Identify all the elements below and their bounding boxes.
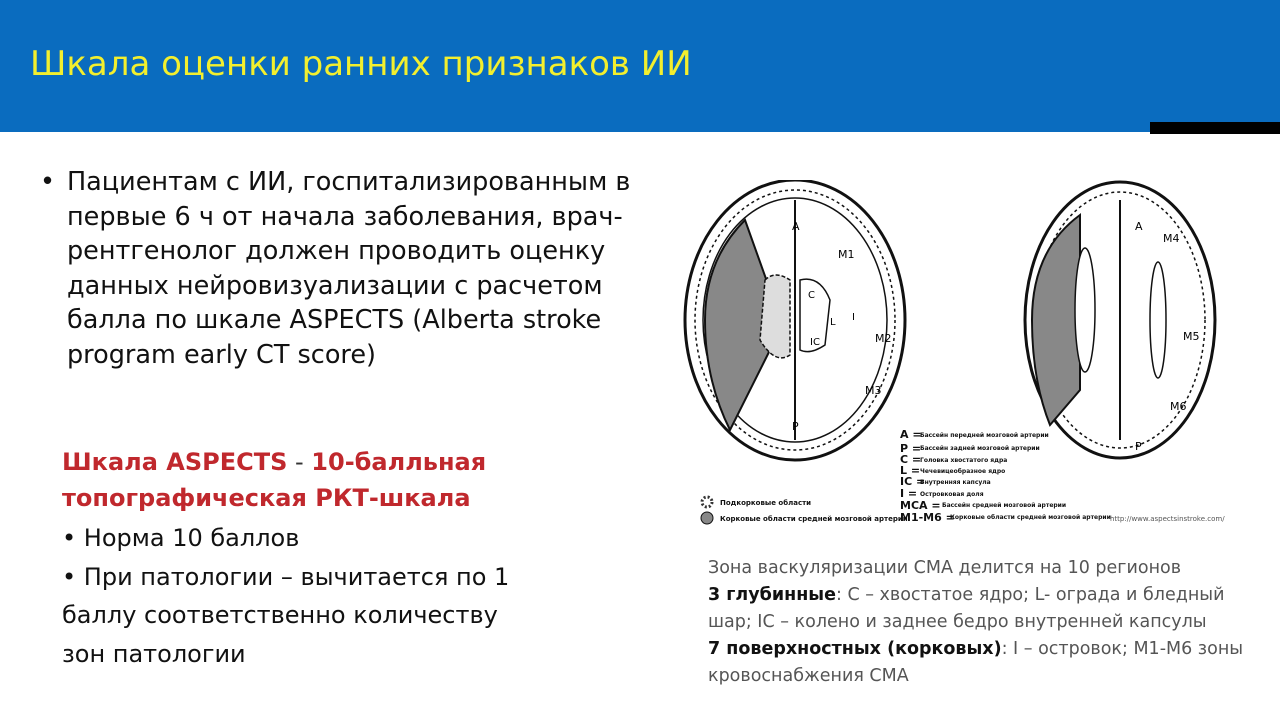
slide-title: Шкала оценки ранних признаков ИИ (30, 44, 692, 84)
legend-text: Бассейн средней мозговой артерии (942, 502, 1066, 509)
aspects-desc: 10-балльная топографическая РКТ-шкала (62, 448, 487, 512)
aspects-list: • Норма 10 баллов • При патологии – вычи… (62, 519, 542, 673)
caption: Зона васкуляризации СМА делится на 10 ре… (708, 555, 1248, 690)
legend-text: Внутренняя капсула (920, 479, 991, 486)
legend-key: I = (900, 487, 917, 500)
legend-text: Чечевицеобразное ядро (920, 468, 1005, 475)
caption-surface: 7 поверхностных (корковых): I – островок… (708, 636, 1248, 690)
caption-deep: 3 глубинные: С – хвостатое ядро; L- огра… (708, 582, 1248, 636)
main-bullet: • Пациентам с ИИ, госпитализированным в … (40, 165, 660, 372)
slide-header: Шкала оценки ранних признаков ИИ (0, 0, 1280, 132)
legend-text: Бассейн передней мозговой артерии (920, 432, 1049, 439)
legend-key: C = (900, 453, 921, 466)
region-label: A (792, 220, 800, 233)
brain-left: A M1 C L I IC M2 M3 P (683, 180, 907, 462)
legend-text: Головка хвостатого ядра (920, 457, 1007, 464)
surface-label: 7 поверхностных (корковых) (708, 639, 1002, 659)
aspects-heading: Шкала ASPECTS - 10-балльная топографичес… (62, 444, 542, 516)
region-label: M4 (1163, 232, 1180, 245)
decorative-bar (1150, 122, 1280, 134)
source-url: http://www.aspectsinstroke.com/ (1110, 515, 1225, 523)
region-label: P (792, 420, 799, 433)
legend-text: Островковая доля (920, 491, 984, 498)
region-label: I (852, 312, 855, 323)
legend-key: L = (900, 464, 920, 477)
legend: A = Бассейн передней мозговой артерии P … (700, 428, 1225, 525)
region-label: A (1135, 220, 1143, 233)
deep-text: : С – хвостатое ядро; L- ограда и бледны… (708, 585, 1225, 632)
aspects-brain-diagram: A M1 C L I IC M2 M3 P A M4 M5 M6 P A = Б… (683, 180, 1225, 525)
region-label: IC (810, 337, 820, 348)
region-label: P (1135, 440, 1142, 453)
bullet-text: Пациентам с ИИ, госпитализированным в пе… (67, 167, 631, 370)
aspects-item: • При патологии – вычитается по 1 баллу … (62, 562, 510, 668)
region-label: M2 (875, 332, 892, 345)
region-label: M5 (1183, 330, 1200, 343)
aspects-dash: - (287, 448, 312, 476)
deep-label: 3 глубинные (708, 585, 836, 605)
legend-key: MCA = (900, 499, 941, 512)
legend-key: IC = (900, 475, 925, 488)
subcortical-icon (700, 495, 714, 509)
region-label: C (808, 290, 815, 301)
caption-line1: Зона васкуляризации СМА делится на 10 ре… (708, 558, 1182, 578)
symbol-text: Корковые области средней мозговой артери… (720, 515, 908, 523)
surface-text: : I – островок; М1-М6 зоны кровоснабжени… (708, 639, 1244, 686)
cortical-icon (700, 511, 714, 525)
legend-key: M1-M6 = (900, 511, 955, 524)
region-label: M3 (865, 384, 882, 397)
region-label: M6 (1170, 400, 1187, 413)
symbol-text: Подкорковые области (720, 499, 811, 507)
region-label: M1 (838, 248, 855, 261)
aspects-item: • Норма 10 баллов (62, 524, 300, 552)
legend-key: A = (900, 428, 922, 441)
legend-key: P = (900, 442, 921, 455)
legend-text: Бассейн задней мозговой артерии (920, 445, 1040, 452)
legend-text: Корковые области средней мозговой артери… (950, 514, 1111, 521)
brain-right: A M4 M5 M6 P (1023, 180, 1217, 460)
aspects-name: Шкала ASPECTS (62, 448, 288, 476)
region-label: L (830, 317, 836, 328)
bullet-icon: • (40, 167, 56, 197)
